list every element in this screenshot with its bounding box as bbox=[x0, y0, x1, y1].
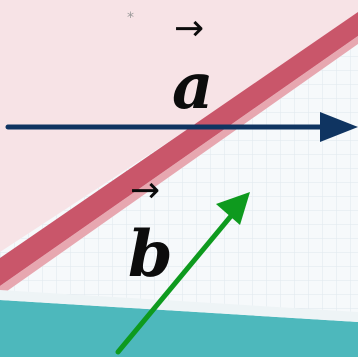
vector-a-overarrow: → bbox=[174, 8, 204, 49]
vector-b-overarrow: → bbox=[130, 170, 160, 211]
vector-b-label: b bbox=[128, 217, 173, 292]
bottom-strip-edge bbox=[0, 290, 358, 322]
vector-b-arrowhead bbox=[216, 192, 250, 225]
diagonal-edge-strip bbox=[0, 12, 358, 286]
vector-a-arrowhead bbox=[320, 112, 358, 142]
small-mark: * bbox=[127, 10, 134, 26]
vector-a-label: a bbox=[172, 49, 213, 124]
bottom-strip bbox=[0, 300, 358, 357]
vector-b-arrow bbox=[115, 207, 239, 355]
diagonal-edge-highlight bbox=[0, 36, 358, 296]
